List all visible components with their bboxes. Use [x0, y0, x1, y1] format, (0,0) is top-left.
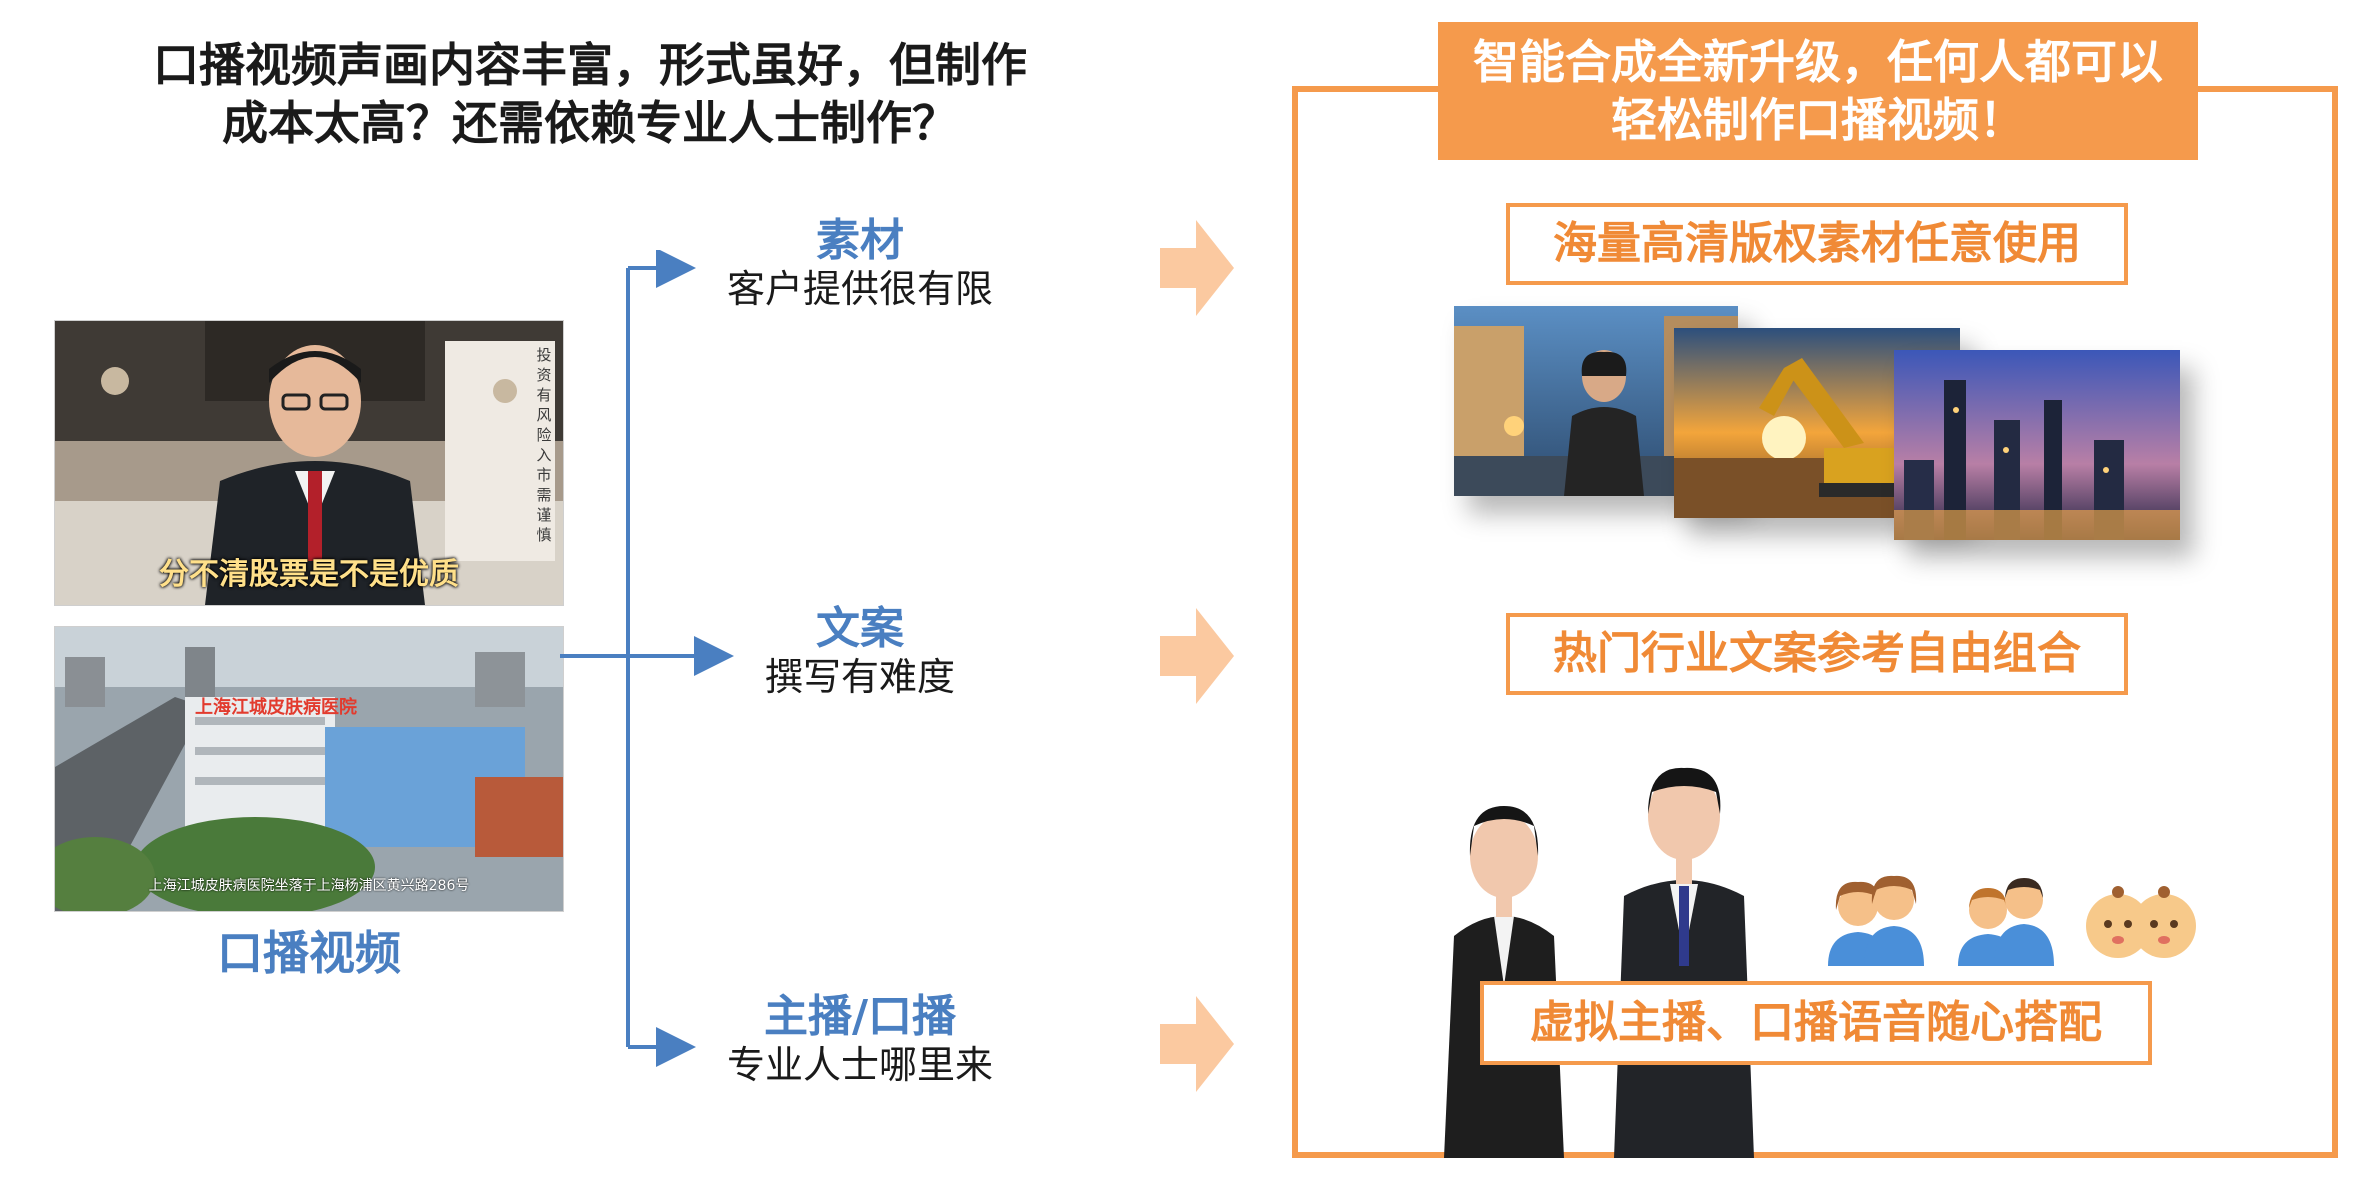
virtual-anchors	[1444, 767, 1754, 1158]
chevron-right-icon	[1160, 996, 1234, 1092]
branch-copywriting-title: 文案	[816, 603, 904, 654]
headline-line1: 口播视频声画内容丰富，形式虽好，但制作	[153, 38, 1027, 92]
branch-anchor-title: 主播/口播	[763, 991, 957, 1042]
solution-banner: 智能合成全新升级，任何人都可以 轻松制作口播视频！	[1438, 22, 2198, 160]
branch-anchor: 主播/口播 专业人士哪里来	[700, 992, 1020, 1088]
feature-anchor: 虚拟主播、口播语音随心搭配	[1480, 981, 2152, 1065]
chevron-right-icon	[1160, 220, 1234, 316]
feature-copywriting: 热门行业文案参考自由组合	[1506, 613, 2128, 695]
woman-avatar-pair-icon	[1828, 875, 1924, 966]
city-night-photo	[1894, 350, 2180, 540]
hospital-subtitle: 上海江城皮肤病医院坐落于上海杨浦区黄兴路286号	[148, 878, 470, 894]
video-side-text: 投资有风险 入市需谨慎	[536, 346, 552, 544]
branch-material-title: 素材	[816, 215, 904, 266]
branch-material-desc: 客户提供很有限	[726, 267, 993, 311]
branch-copywriting: 文案 撰写有难度	[700, 604, 1020, 700]
branch-copywriting-desc: 撰写有难度	[764, 655, 955, 699]
banner-line2: 轻松制作口播视频！	[1611, 93, 2025, 147]
headline-line2: 成本太高？还需依赖专业人士制作？	[222, 96, 958, 150]
video-caption: 口播视频	[217, 926, 401, 980]
branch-material: 素材 客户提供很有限	[700, 216, 1020, 312]
chevron-right-icon	[1160, 608, 1234, 704]
baby-avatar-pair-icon	[2086, 886, 2196, 958]
man-avatar-pair-icon	[1958, 878, 2054, 966]
feature-material: 海量高清版权素材任意使用	[1506, 203, 2128, 285]
banner-line1: 智能合成全新升级，任何人都可以	[1473, 35, 2163, 89]
branch-connector	[560, 250, 734, 1067]
headline: 口播视频声画内容丰富，形式虽好，但制作 成本太高？还需依赖专业人士制作？	[120, 36, 1060, 152]
hospital-sign: 上海江城皮肤病医院	[195, 697, 357, 718]
hospital-video-thumbnail: 上海江城皮肤病医院 上海江城皮肤病医院坐落于上海杨浦区黄兴路286号	[54, 626, 564, 912]
video-subtitle: 分不清股票是不是优质	[159, 557, 459, 592]
presenter-video-thumbnail: 投资有风险 入市需谨慎 分不清股票是不是优质	[54, 320, 564, 606]
branch-anchor-desc: 专业人士哪里来	[726, 1043, 993, 1087]
